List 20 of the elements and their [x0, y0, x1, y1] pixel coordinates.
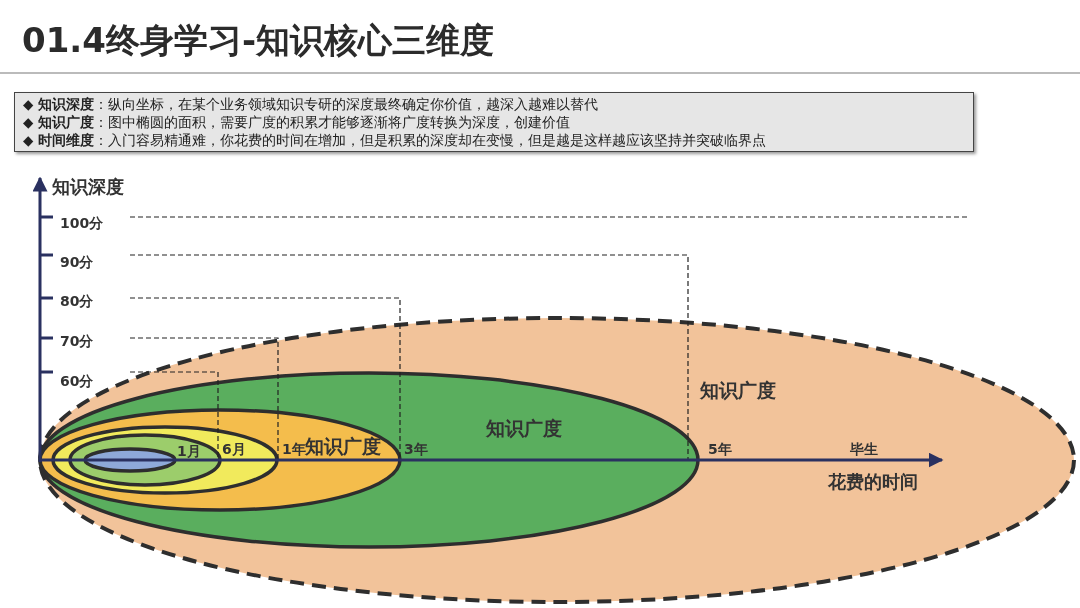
axis-title: 知识深度 [52, 175, 124, 199]
tick-label: 70分 [60, 333, 94, 351]
bullet-text: ◆ 知识深度：纵向坐标，在某个业务领域知识专研的深度最终确定你价值，越深入越难以替代 [23, 95, 598, 113]
time-label: 3年 [404, 441, 428, 459]
tick-label: 90分 [60, 254, 94, 272]
time-label: 1月 [177, 443, 201, 461]
tick-label: 60分 [60, 373, 94, 391]
axis-title: 花费的时间 [828, 470, 918, 494]
time-label: 毕生 [850, 441, 878, 459]
ellipse-label: 知识广度 [305, 434, 381, 459]
ellipse-label: 知识广度 [486, 416, 562, 441]
ellipse-label: 知识广度 [700, 378, 776, 403]
bullet-text: ◆ 知识广度：图中椭圆的面积，需要广度的积累才能够逐渐将广度转换为深度，创建价值 [23, 113, 570, 131]
tick-label: 100分 [60, 215, 104, 233]
time-label: 5年 [708, 441, 732, 459]
time-label: 6月 [222, 441, 246, 459]
time-label: 1年 [282, 441, 306, 459]
bullet-text: ◆ 时间维度：入门容易精通难，你花费的时间在增加，但是积累的深度却在变慢，但是越是这样越应该坚持并突破临界点 [23, 131, 766, 149]
tick-label: 80分 [60, 293, 94, 311]
slide-title: 01.4终身学习-知识核心三维度 [22, 19, 494, 62]
